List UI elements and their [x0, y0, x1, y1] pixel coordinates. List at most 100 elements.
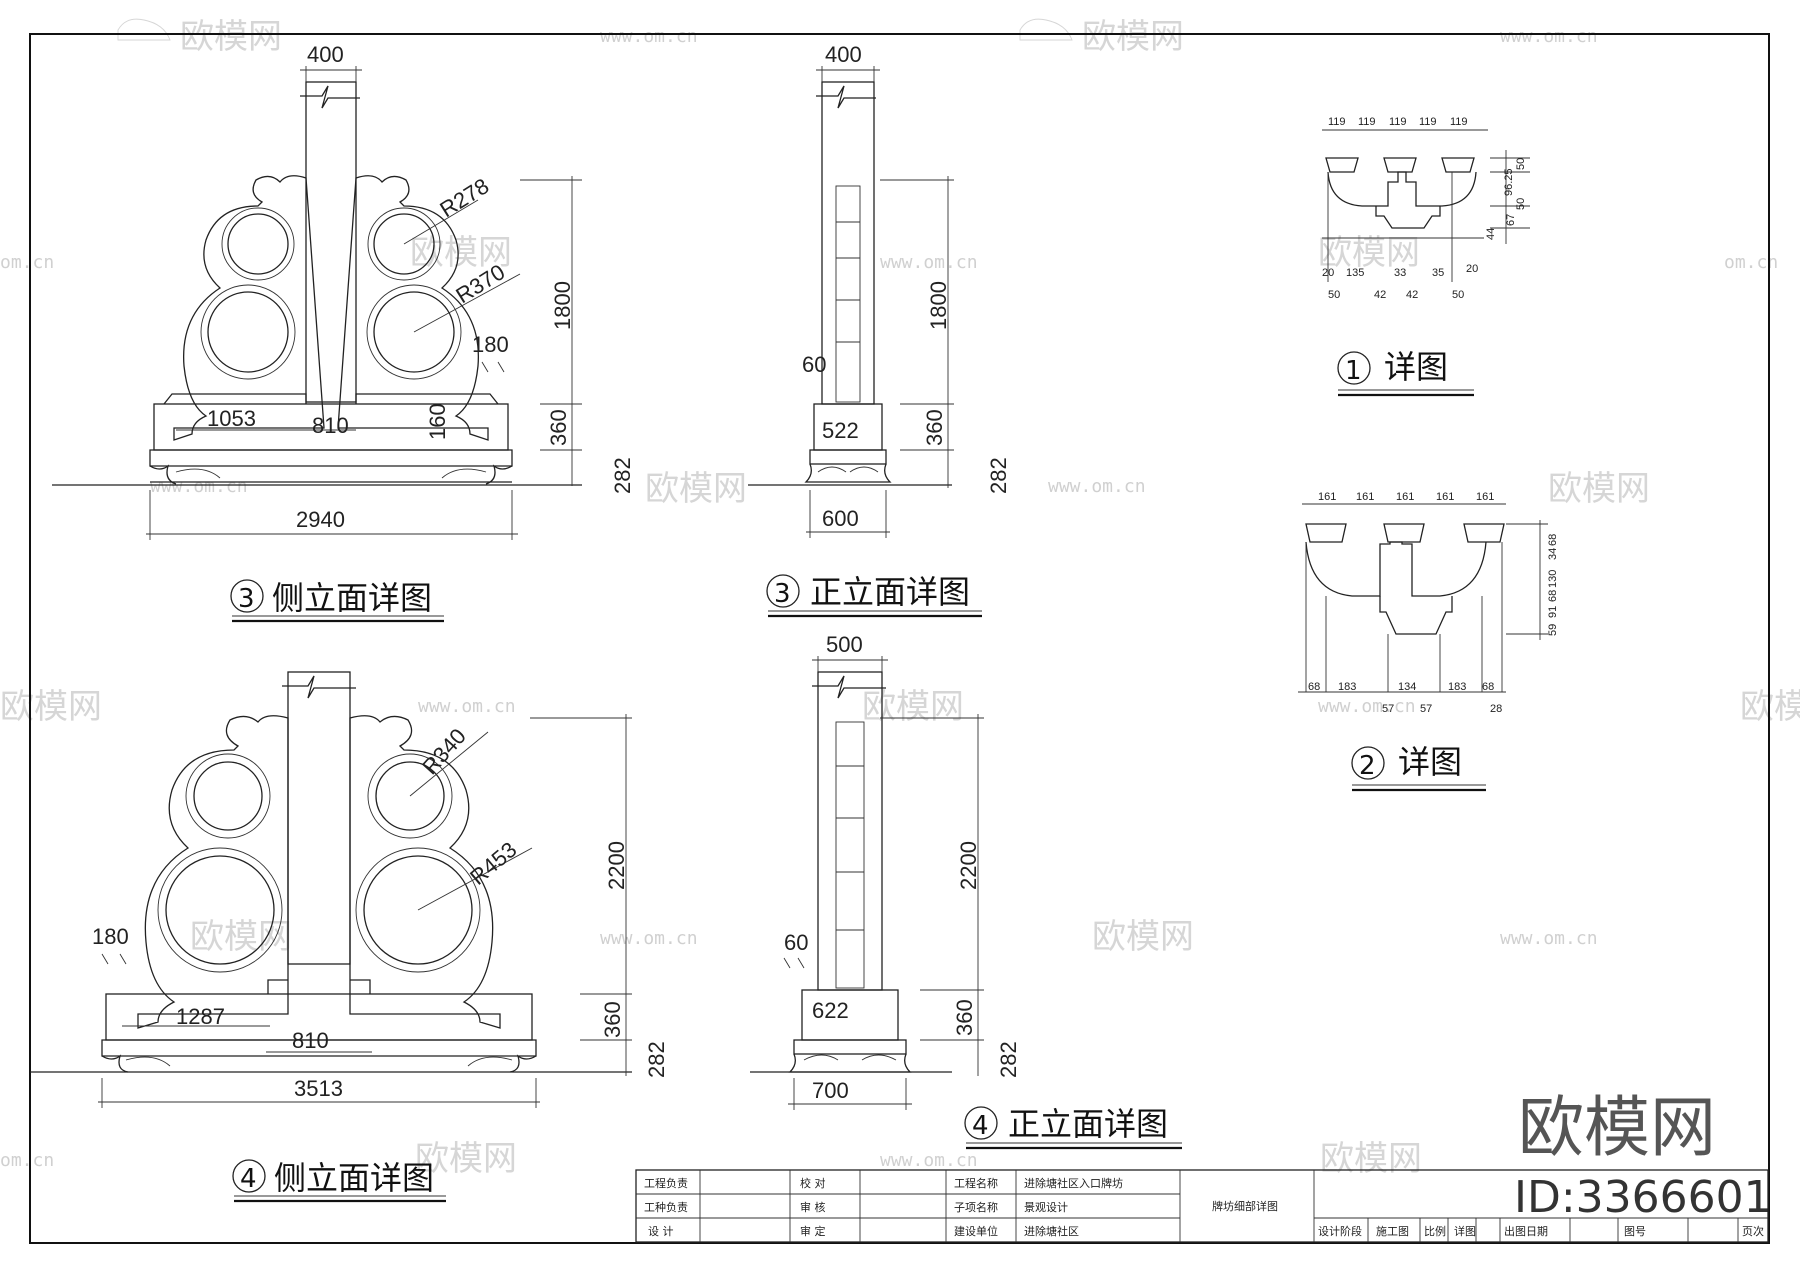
side4-d1287: 1287: [176, 1004, 225, 1029]
det2-b1-4: 183: [1448, 681, 1466, 693]
watermark-logo-13: 欧模网: [1320, 1139, 1422, 1179]
det1-b1-1: 20: [1322, 267, 1334, 279]
det1-right-1: 50: [1515, 158, 1527, 170]
det1-title: 详图: [1384, 348, 1448, 386]
side3-d360: 360: [546, 409, 571, 446]
det2-top-5: 161: [1476, 491, 1494, 503]
watermark-url-2: www.om.cn: [1500, 26, 1598, 47]
watermark-url-10: www.om.cn: [600, 928, 698, 949]
det2-right-1: 68: [1547, 534, 1559, 546]
tb-r2-c4: 景观设计: [1024, 1201, 1068, 1214]
det1-right-2: 96.25: [1503, 168, 1515, 196]
watermark-logo-7: 欧模网: [0, 687, 102, 727]
det2-right-3: 130: [1547, 570, 1559, 588]
tb-bottom-6: 图号: [1624, 1225, 1646, 1238]
watermark-logo-5: 欧模网: [645, 469, 747, 509]
tb-bottom-7: 页次: [1742, 1224, 1764, 1238]
watermark-url-8: www.om.cn: [418, 696, 516, 717]
watermark-url-7: www.om.cn: [1048, 476, 1146, 497]
brand-overlay: 欧模网 ID:3366601: [1514, 1089, 1772, 1223]
det2-b1-2: 183: [1338, 681, 1356, 693]
title-block: 工程负责 校 对 工程名称 进除塘社区入口牌坊 工种负责 审 核 子项名称 景观…: [635, 1169, 1769, 1243]
tb-bottom-2: 施工图: [1376, 1225, 1409, 1238]
side4-total-width: 3513: [294, 1076, 343, 1101]
watermark-logo-6: 欧模网: [1548, 469, 1650, 509]
tb-r1-c3: 工程名称: [954, 1176, 998, 1190]
tb-r2-c3: 子项名称: [954, 1200, 998, 1214]
sheet-border: [29, 33, 1770, 1244]
det1-b1-4: 35: [1432, 267, 1444, 279]
side3-radius-small: R278: [435, 173, 493, 222]
detail-2: 161 161 161 161 161 68 34 130 68 91 59 6…: [1298, 491, 1559, 792]
watermark-url-12: om.cn: [0, 1150, 54, 1171]
svg-text:欧模网: 欧模网: [415, 1139, 517, 1179]
det1-top-1: 119: [1328, 116, 1346, 128]
det1-b1-2: 135: [1346, 267, 1364, 279]
front3-top-width: 400: [825, 42, 862, 67]
det2-top-2: 161: [1356, 491, 1374, 503]
front3-d360: 360: [922, 409, 947, 446]
svg-text:欧模网: 欧模网: [1082, 17, 1184, 57]
tb-r1-c2: 校 对: [800, 1176, 826, 1190]
side3-total-width: 2940: [296, 507, 345, 532]
tb-r1-c4: 进除塘社区入口牌坊: [1024, 1176, 1123, 1190]
side3-height: 1800: [550, 281, 575, 330]
front4-height: 2200: [956, 841, 981, 890]
side3-d160: 160: [425, 403, 450, 440]
side3-top-width: 400: [307, 42, 344, 67]
det1-right-6: 20: [1466, 263, 1478, 275]
watermark-url-3: om.cn: [0, 252, 54, 273]
side3-title: 侧立面详图: [272, 579, 432, 617]
det2-right-5: 91: [1547, 606, 1559, 618]
front4-base-width: 700: [812, 1078, 849, 1103]
det2-title-num: 2: [1359, 751, 1376, 781]
side4-d282: 282: [644, 1041, 669, 1078]
det1-b2-4: 50: [1452, 289, 1464, 301]
front4-d282: 282: [996, 1041, 1021, 1078]
det1-right-4: 67: [1505, 214, 1517, 226]
svg-text:欧模网: 欧模网: [0, 687, 102, 727]
det2-b1-5: 68: [1482, 681, 1494, 693]
front4-title: 正立面详图: [1008, 1105, 1168, 1143]
side3-d180: 180: [472, 332, 509, 357]
side4-title-num: 4: [240, 1164, 257, 1194]
side4-height: 2200: [604, 841, 629, 890]
front3-d522: 522: [822, 418, 859, 443]
side3-d282: 282: [610, 457, 635, 494]
det1-b2-1: 50: [1328, 289, 1340, 301]
svg-text:欧模网: 欧模网: [180, 17, 282, 57]
front4-title-num: 4: [972, 1111, 989, 1141]
side4-d810: 810: [292, 1028, 329, 1053]
watermark-url-5: om.cn: [1724, 252, 1778, 273]
side4-title: 侧立面详图: [274, 1159, 434, 1197]
svg-text:欧模网: 欧模网: [1548, 469, 1650, 509]
det2-b2-1: 57: [1382, 703, 1394, 715]
svg-text:欧模网: 欧模网: [1092, 917, 1194, 957]
front3-height: 1800: [926, 281, 951, 330]
svg-text:欧模网: 欧模网: [1318, 233, 1420, 273]
det2-top-4: 161: [1436, 491, 1454, 503]
tb-drawing-name: 牌坊细部详图: [1212, 1199, 1278, 1213]
watermark-logo-3: 欧模网: [410, 233, 512, 273]
tb-bottom-3: 比例: [1424, 1224, 1446, 1238]
det1-title-num: 1: [1345, 356, 1362, 386]
front4-d60: 60: [784, 930, 808, 955]
watermark-url-1: www.om.cn: [600, 26, 698, 47]
side-elevation-3: 400 R278 R370 1053 810 160 180 1800 360 …: [52, 42, 635, 623]
watermark-url-6: www.om.cn: [150, 476, 248, 497]
watermark-logo-4: 欧模网: [1318, 233, 1420, 273]
watermark-url-13: www.om.cn: [880, 1150, 978, 1171]
side3-title-num: 3: [238, 584, 255, 614]
det2-right-6: 59: [1547, 624, 1559, 636]
tb-r3-c1: 设 计: [648, 1225, 674, 1238]
watermark-url-11: www.om.cn: [1500, 928, 1598, 949]
tb-r3-c3: 建设单位: [954, 1224, 998, 1238]
tb-r3-c2: 审 定: [800, 1224, 826, 1238]
svg-text:欧模网: 欧模网: [190, 917, 292, 957]
tb-r3-c4: 进除塘社区: [1024, 1224, 1079, 1238]
tb-bottom-4: 详图: [1454, 1224, 1476, 1238]
brand-id: ID:3366601: [1514, 1172, 1772, 1223]
front4-d622: 622: [812, 998, 849, 1023]
side3-d1053: 1053: [207, 406, 256, 431]
det1-top-5: 119: [1450, 116, 1468, 128]
